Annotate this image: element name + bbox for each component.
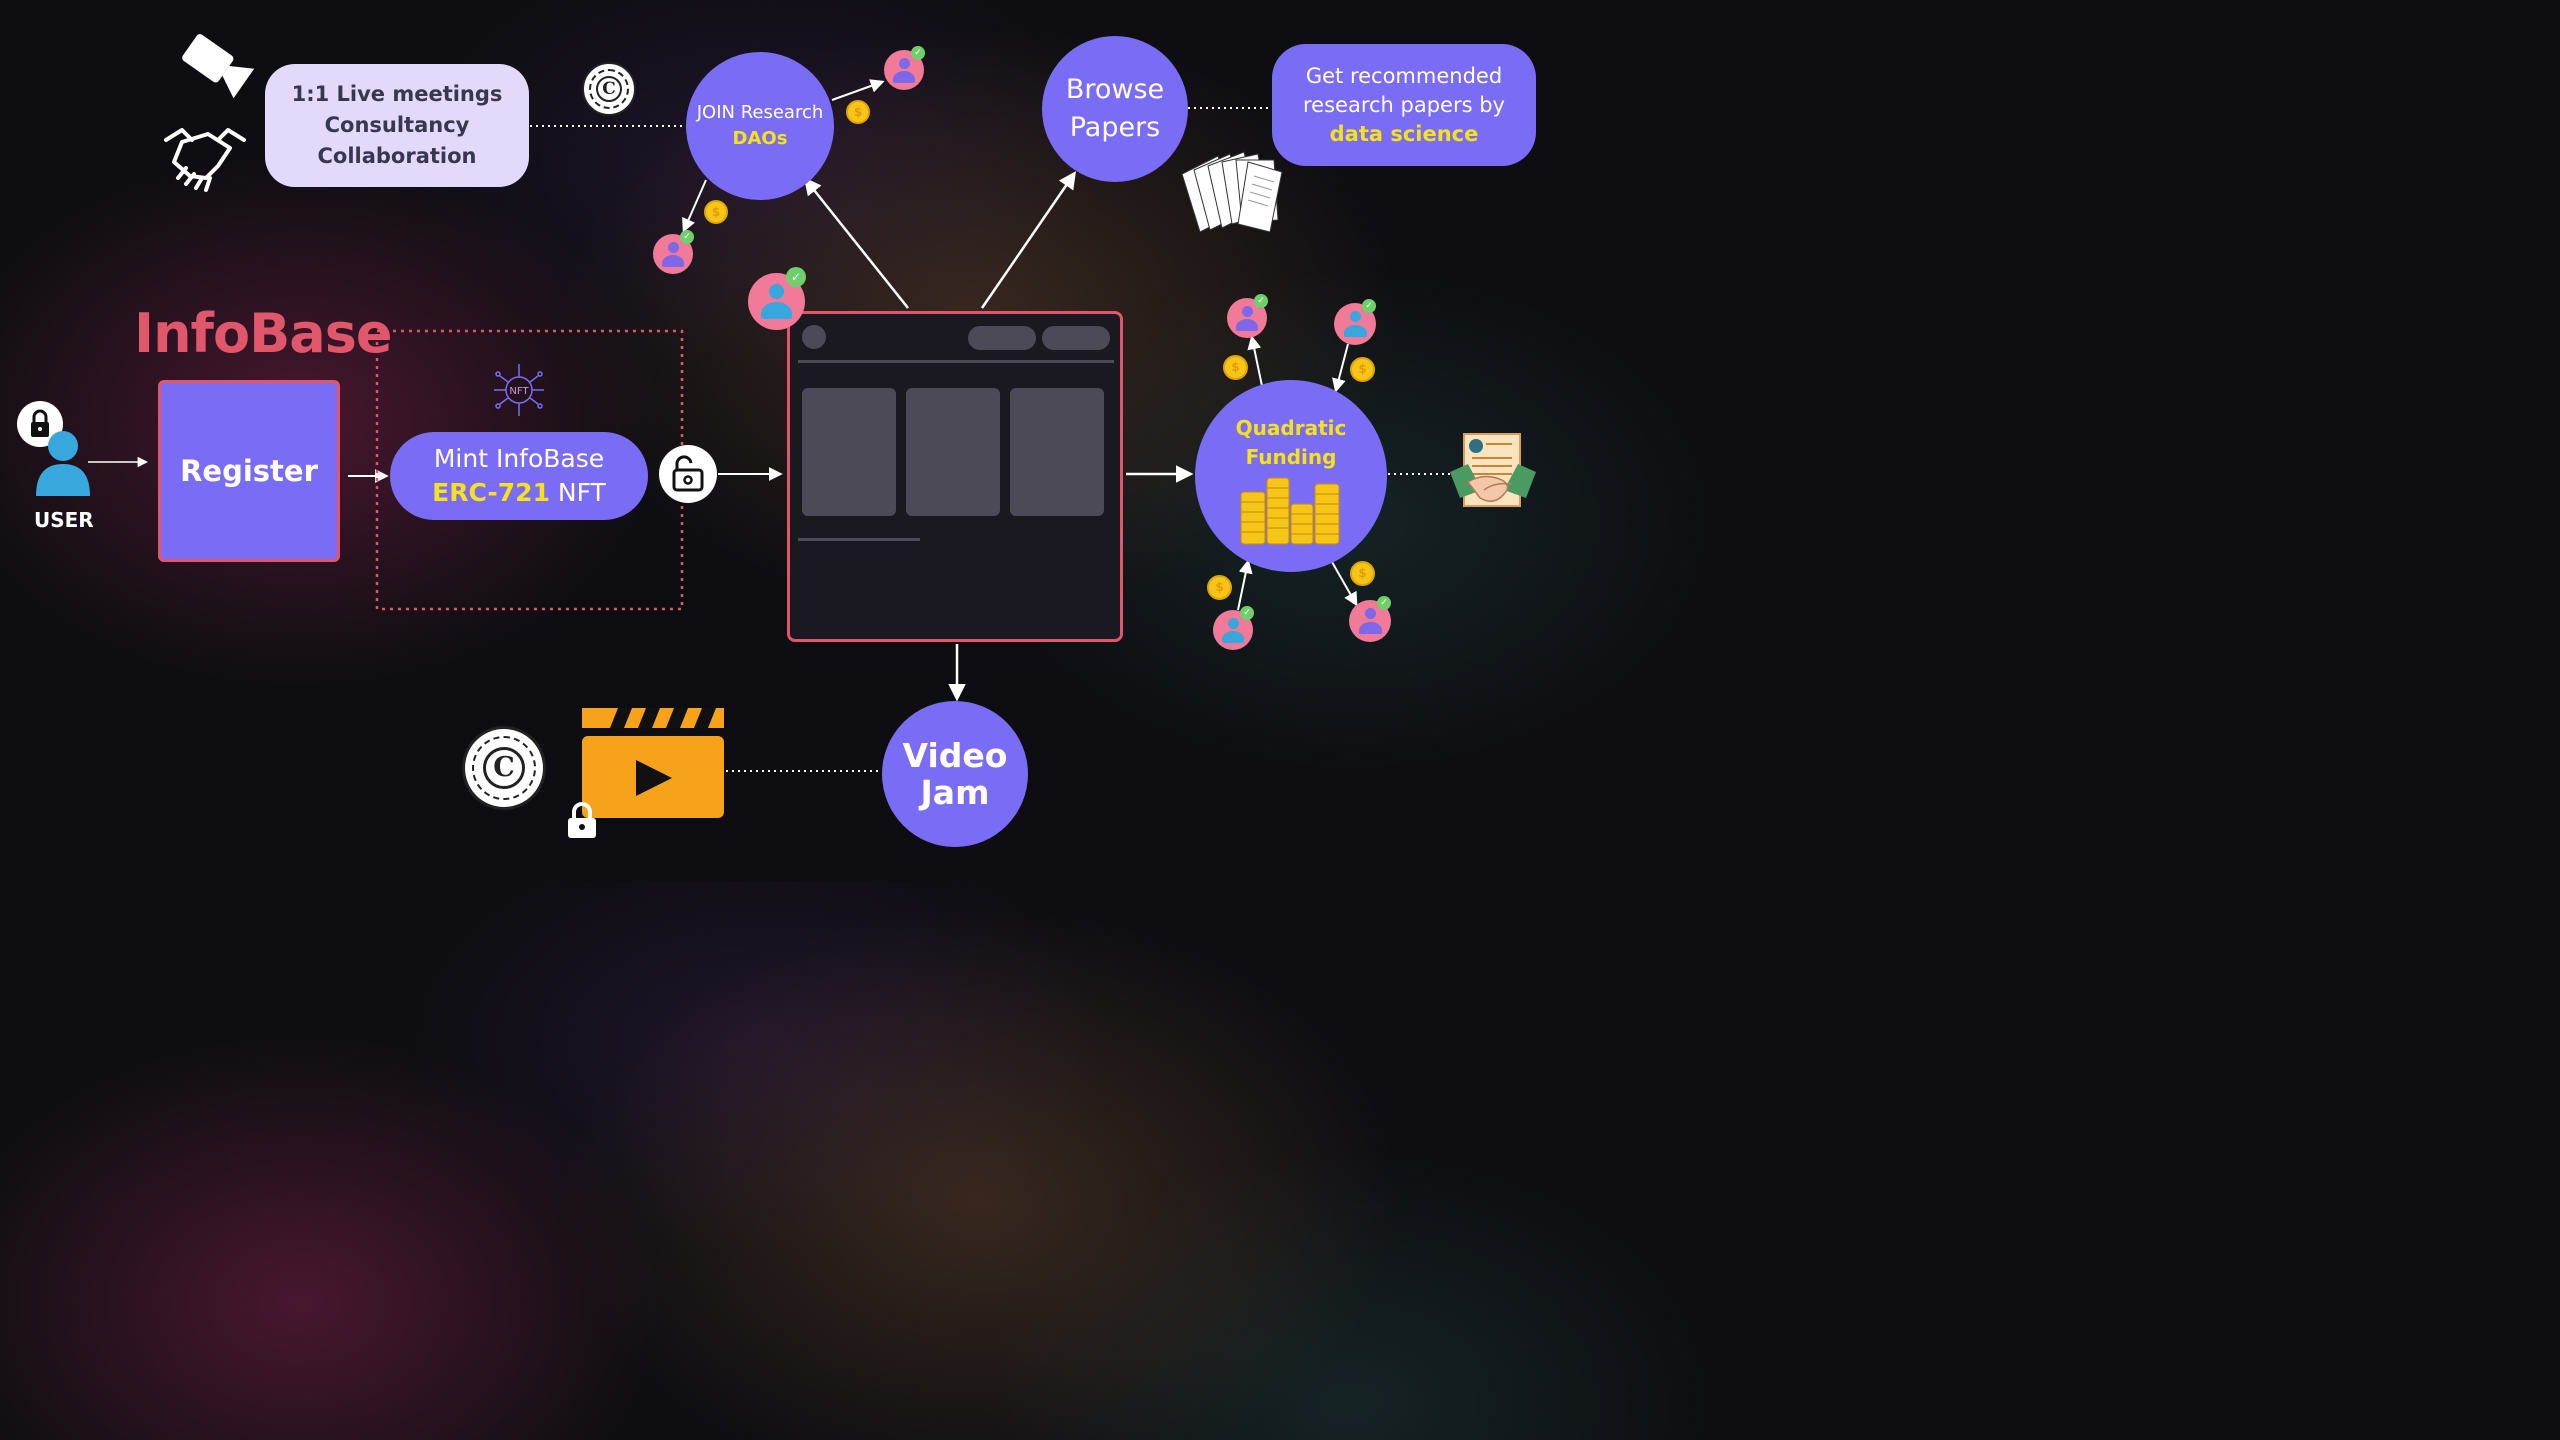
register-label: Register <box>180 454 318 488</box>
coin-icon: $ <box>846 100 870 124</box>
video-jam-node[interactable]: Video Jam <box>882 701 1028 847</box>
window-button-2[interactable] <box>1042 326 1110 350</box>
user-avatar-dao-top: ✓ <box>884 46 925 90</box>
recommend-line-1: Get recommended <box>1305 63 1503 88</box>
coin-icon: $ <box>1223 355 1248 380</box>
unlock-icon <box>659 445 717 503</box>
window-card-2[interactable] <box>906 388 1000 516</box>
register-button[interactable]: Register <box>158 380 340 562</box>
check-icon: ✓ <box>1377 596 1391 610</box>
coin-icon: $ <box>1350 561 1375 586</box>
window-card-3[interactable] <box>1010 388 1104 516</box>
mint-line-1: Mint InfoBase <box>433 444 605 473</box>
dao-line-1: JOIN Research <box>696 102 824 123</box>
arrow-funding-avatar-tl <box>1247 335 1263 387</box>
funding-line-2: Funding <box>1245 445 1337 469</box>
nft-chip-icon: NFT <box>494 364 544 416</box>
mint-nft-button[interactable]: Mint InfoBase ERC-721 NFT <box>390 432 648 520</box>
coin-icon: $ <box>1350 357 1375 382</box>
window-button-1[interactable] <box>968 326 1036 350</box>
recommend-line-2: research papers by <box>1303 92 1505 117</box>
arrow-window-browse <box>980 171 1076 309</box>
check-icon: ✓ <box>1240 606 1254 620</box>
clapperboard-icon <box>582 708 724 818</box>
brand-title: InfoBase <box>134 302 392 365</box>
check-icon: ✓ <box>1254 294 1268 308</box>
user-label: USER <box>34 508 94 532</box>
arrow-funding-avatar-br <box>1331 561 1358 607</box>
check-icon: ✓ <box>1362 299 1376 313</box>
coin-icon: $ <box>704 200 728 224</box>
user-avatar-funding-tl: ✓ <box>1227 294 1268 338</box>
lock-icon <box>564 800 600 844</box>
connector-lines <box>88 79 1450 772</box>
dashboard-window[interactable] <box>787 311 1123 642</box>
window-footer-bar <box>798 538 920 541</box>
copyright-icon: C <box>462 726 546 810</box>
arrow-dao-avatar-bottom <box>682 179 707 233</box>
arrow-funding-avatar-bl <box>1237 559 1253 611</box>
window-divider <box>798 360 1114 363</box>
user-icon[interactable] <box>34 428 92 498</box>
handshake-icon <box>164 128 246 192</box>
mint-suffix: NFT <box>549 478 606 507</box>
user-avatar-funding-bl: ✓ <box>1213 606 1254 650</box>
browse-line-2: Papers <box>1069 112 1161 143</box>
check-icon: ✓ <box>786 267 806 287</box>
check-icon: ✓ <box>911 46 925 60</box>
check-icon: ✓ <box>680 230 694 244</box>
meetings-line-1: 1:1 Live meetings <box>291 82 503 106</box>
gold-coins-stack-icon <box>1240 477 1340 545</box>
nft-mint-frame <box>375 329 684 611</box>
browse-papers-node[interactable]: Browse Papers <box>1042 36 1188 182</box>
video-camera-icon <box>182 34 255 99</box>
user-avatar-funding-br: ✓ <box>1349 596 1391 642</box>
meetings-pill: 1:1 Live meetings Consultancy Collaborat… <box>265 64 529 187</box>
window-avatar-dot <box>802 325 826 349</box>
user-avatar-window: ✓ <box>748 267 806 330</box>
browse-line-1: Browse <box>1065 74 1165 105</box>
dao-line-2: DAOs <box>732 128 788 149</box>
arrow-window-dao <box>803 177 909 309</box>
window-card-1[interactable] <box>802 388 896 516</box>
svg-text:NFT: NFT <box>509 386 529 397</box>
join-research-daos-node[interactable]: JOIN Research DAOs <box>686 52 834 200</box>
recommend-highlight: data science <box>1329 121 1479 146</box>
mint-highlight: ERC-721 <box>432 478 550 507</box>
funding-line-1: Quadratic <box>1235 416 1347 440</box>
user-avatar-dao-bottom: ✓ <box>653 230 694 274</box>
papers-icon <box>1181 151 1283 233</box>
mint-line-2: ERC-721 NFT <box>432 476 606 510</box>
quadratic-funding-node[interactable]: Quadratic Funding <box>1195 380 1387 572</box>
recommend-pill: Get recommended research papers by data … <box>1272 44 1536 166</box>
video-line-1: Video <box>902 736 1008 775</box>
contract-handshake-icon <box>1450 433 1536 507</box>
user-avatar-funding-tr: ✓ <box>1334 299 1376 345</box>
meetings-line-3: Collaboration <box>317 144 477 168</box>
copyright-icon: C <box>582 62 636 116</box>
video-line-2: Jam <box>920 773 990 812</box>
meetings-line-2: Consultancy <box>324 113 470 137</box>
arrow-dao-avatar-top <box>831 79 885 101</box>
coin-icon: $ <box>1207 575 1232 600</box>
arrow-funding-avatar-tr <box>1332 343 1349 393</box>
